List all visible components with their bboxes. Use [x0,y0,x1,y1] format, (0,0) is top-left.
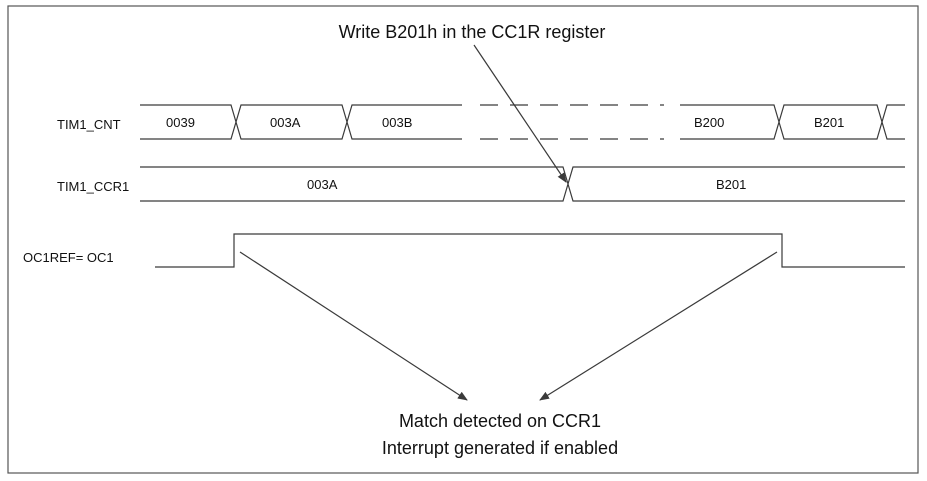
annotation-interrupt: Interrupt generated if enabled [382,438,618,458]
write-arrow [473,44,567,183]
oc1-waveform [155,233,905,268]
signal-label-oc: OC1REF= OC1 [23,250,114,265]
diagram-frame [7,5,919,474]
cnt-value-b201: B201 [814,115,844,130]
cnt-segment-2 [235,104,348,140]
ccr-value-003a: 003A [307,177,338,192]
cnt-dashed-gap [480,104,664,140]
cnt-segment-6 [881,104,905,140]
annotation-write: Write B201h in the CC1R register [339,22,606,42]
annotation-match: Match detected on CCR1 [399,411,601,431]
cnt-value-003b: 003B [382,115,412,130]
ccr-segment-2 [567,166,905,202]
match-arrow-right [539,251,778,401]
cnt-bus [140,104,905,140]
cnt-value-003a: 003A [270,115,301,130]
signal-label-cnt: TIM1_CNT [57,117,121,132]
ccr-bus [140,166,905,202]
cnt-value-b200: B200 [694,115,724,130]
ccr-value-b201: B201 [716,177,746,192]
cnt-segment-5 [778,104,883,140]
cnt-value-0039: 0039 [166,115,195,130]
cnt-segment-3 [346,104,462,140]
match-arrow-left [239,251,468,401]
ccr-segment-1 [140,166,569,202]
signal-label-ccr: TIM1_CCR1 [57,179,129,194]
